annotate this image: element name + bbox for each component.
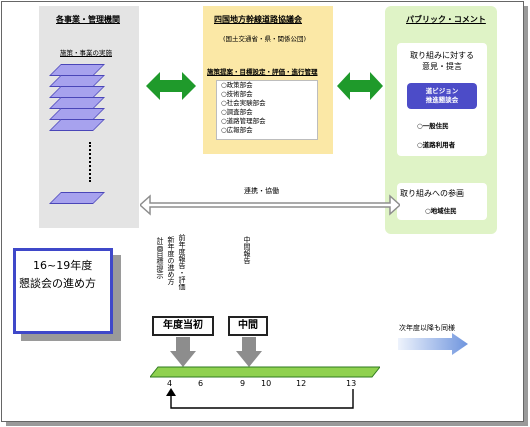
frame-shadow-bottom — [6, 421, 528, 426]
interim-report-label: 中間報告 — [243, 236, 251, 264]
committee-item: ○社会実験部会 — [221, 99, 266, 107]
committee-item: ○政策部会 — [221, 81, 253, 89]
cooperation-label: 連携・協働 — [244, 187, 279, 195]
timeline-bar — [150, 366, 380, 378]
committee-item: ○広報部会 — [221, 126, 253, 134]
return-loop-arrow — [166, 388, 354, 409]
month-12: 12 — [296, 379, 307, 388]
council-subtitle: (国土交通省・県・関係公団) — [223, 35, 307, 43]
annual-report-label: 前年度報告・評価 — [178, 234, 186, 290]
period-box — [13, 248, 113, 334]
start-of-year-tag: 年度当初 — [152, 316, 214, 336]
vision-council-box: 道ビジョン 推進懇談会 — [407, 83, 477, 109]
next-year-label: 次年度以降も同様 — [399, 324, 455, 332]
cooperation-arrow — [140, 194, 400, 216]
participation-box — [397, 183, 487, 220]
next-year-arrow — [398, 333, 468, 355]
participation-title: 取り組みへの参画 — [400, 189, 464, 198]
period-years: 16~19年度 — [33, 259, 93, 272]
opinion-title-line1: 取り組みに対する — [410, 51, 474, 60]
month-10: 10 — [261, 379, 272, 388]
road-users: ○道路利用者 — [417, 141, 456, 149]
council-committees: ○政策部会 ○技術部会 ○社会実験部会 ○調査部会 ○道路管理部会 ○広報部会 — [216, 80, 318, 140]
new-year-plan-label: 新年度の進め方 — [167, 236, 175, 285]
month-13: 13 — [346, 379, 357, 388]
committee-item: ○調査部会 — [221, 108, 253, 116]
frame-shadow-right — [523, 6, 528, 424]
right-double-arrow — [337, 72, 383, 100]
council-title: 四国地方幹線道路協議会 — [214, 15, 302, 24]
committee-item: ○道路管理部会 — [221, 117, 266, 125]
vision-council-line2: 推進懇談会 — [425, 96, 459, 104]
council-section: 施策提案・目標設定・評価・進行管理 — [207, 68, 318, 76]
left-double-arrow — [146, 72, 196, 100]
public-comment-title: パブリック・コメント — [406, 15, 486, 24]
month-9: 9 — [240, 379, 246, 388]
agencies-subtitle: 施策・事業の実施 — [60, 49, 112, 57]
month-4: 4 — [167, 379, 173, 388]
vision-council-line1: 道ビジョン — [425, 87, 459, 95]
down-arrow-mid — [236, 337, 262, 367]
opinion-box-title: 取り組みに対する 意見・提言 — [397, 50, 487, 72]
committee-item: ○技術部会 — [221, 90, 253, 98]
down-arrow-start — [170, 337, 196, 367]
continuation-dots — [89, 142, 93, 182]
period-title: 懇談会の進め方 — [19, 277, 96, 290]
midyear-tag: 中間 — [228, 316, 268, 336]
month-6: 6 — [198, 379, 204, 388]
plan-target-label: 計画目標提示 — [156, 237, 164, 279]
general-residents: ○一般住民 — [417, 122, 449, 130]
local-residents: ○地域住民 — [425, 207, 457, 215]
agencies-title: 各事業・管理機関 — [56, 15, 120, 24]
opinion-title-line2: 意見・提言 — [422, 62, 462, 71]
